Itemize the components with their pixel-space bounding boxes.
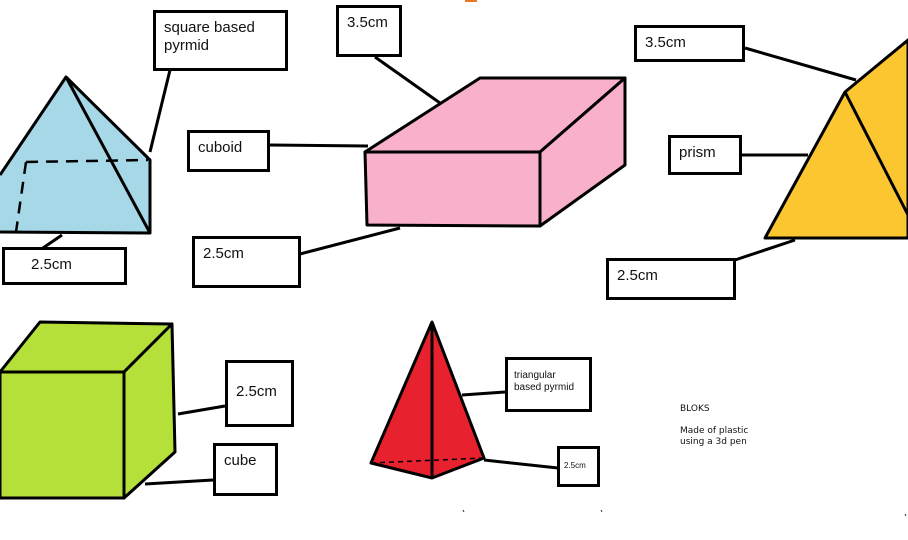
leader-prism-bottom [734,238,796,262]
label-square-based-pyramid: square based pyrmid [153,10,288,71]
label-triangular-pyramid-dimension: 2.5cm [557,446,600,487]
square-pyramid-hidden-edges [14,158,149,233]
notes-title: BLOKS [680,404,710,414]
tick-mark [600,509,603,513]
leader-cuboid-top [374,55,441,105]
leader-prism-top [744,46,857,82]
cuboid-shape [363,76,627,228]
square-pyramid [0,75,152,235]
label-cuboid: cuboid [187,130,270,172]
cuboid-side-face [538,76,627,228]
label-prism-top-dimension: 3.5cm [634,25,745,62]
cube-side-face [122,322,177,500]
label-cuboid-bottom-dimension: 2.5cm [192,236,301,288]
prism-shape [763,38,908,240]
accent-mark [465,0,477,2]
prism-edge [843,91,908,216]
leader-cube-dim [177,404,226,416]
leader-cuboid-bottom [299,226,401,256]
leader-tri-name [461,390,506,397]
square-pyramid-front-edge [64,76,152,234]
notes-line-1: Made of plastic [680,426,749,436]
leader-tri-dim [483,458,559,470]
label-triangular-based-pyramid: triangular based pyrmid [505,357,592,412]
leader-cube-name [144,478,214,486]
label-pyramid-dimension: 2.5cm [2,247,127,285]
triangular-pyramid-shape [369,320,486,480]
leader-cuboid-name [269,143,369,148]
square-pyramid-outline [0,75,152,235]
label-prism-bottom-dimension: 2.5cm [606,258,736,300]
cube-shape [0,320,177,500]
tick-mark [904,513,907,517]
label-cube: cube [213,443,278,496]
label-prism: prism [668,135,742,175]
label-cuboid-top-dimension: 3.5cm [336,5,402,57]
cuboid-front-face [363,150,542,228]
square-pyramid-fill [0,77,150,233]
cube-front-face [0,370,126,500]
label-cube-dimension: 2.5cm [225,360,294,427]
tick-mark [462,509,465,513]
leader-pyramid-name [148,69,172,153]
leader-lines [39,46,857,486]
prism-body [763,38,908,240]
triangular-pyramid-body [369,320,486,480]
notes-line-2: using a 3d pen [680,437,747,447]
triangular-pyramid-hidden-edge [370,457,485,464]
